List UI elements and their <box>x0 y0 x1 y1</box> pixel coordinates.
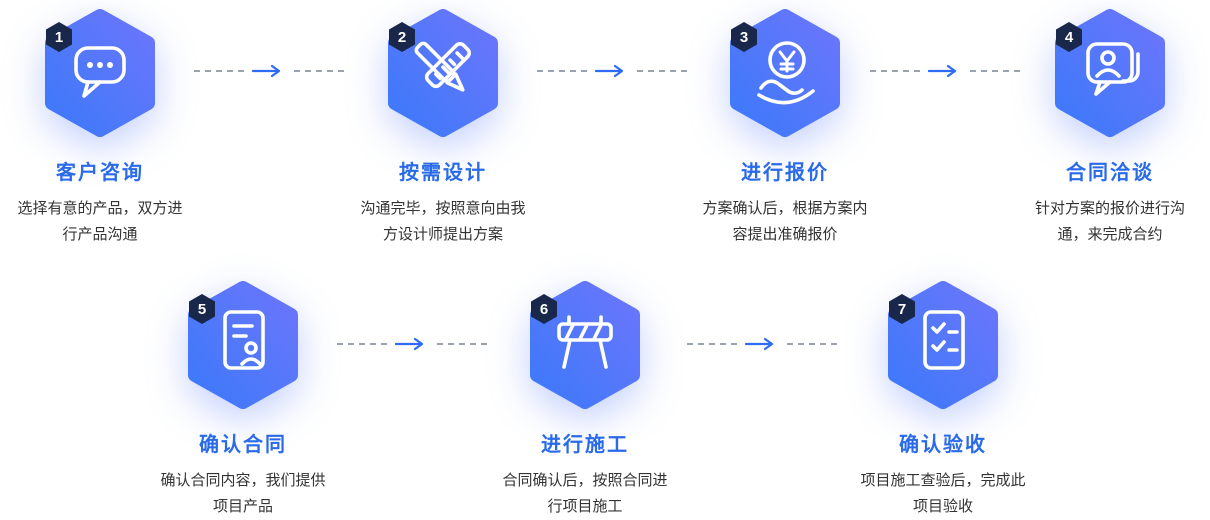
arrow-5-6 <box>337 337 491 351</box>
step-desc-line: 针对方案的报价进行沟 <box>1034 200 1185 217</box>
dash-line <box>787 343 837 345</box>
step-1: 1 客户咨询 选择有意的产品，双方进 行产品沟通 <box>0 8 230 248</box>
step-title: 客户咨询 <box>56 162 144 184</box>
dash-line <box>970 70 1020 72</box>
step-title: 进行报价 <box>741 162 829 184</box>
step-title: 进行施工 <box>541 434 629 456</box>
step-1-hexagon: 1 <box>40 8 160 138</box>
step-number: 7 <box>897 300 907 318</box>
step-3: 3 进行报价 方案确认后，根据方案内 容提出准确报价 <box>655 8 915 248</box>
step-2-hexagon: 2 <box>383 8 503 138</box>
arrow-2-3 <box>537 64 691 78</box>
arrow-right-icon <box>252 64 281 78</box>
arrow-right-icon <box>395 337 424 351</box>
dash-line <box>637 70 687 72</box>
dash-line <box>194 70 244 72</box>
step-desc: 确认合同内容，我们提供 项目产品 <box>160 468 325 520</box>
step-4: 4 合同洽谈 针对方案的报价进行沟 通，来完成合约 <box>980 8 1210 248</box>
step-desc-line: 项目产品 <box>212 498 273 515</box>
step-desc: 选择有意的产品，双方进 行产品沟通 <box>17 196 182 248</box>
dash-line <box>870 70 920 72</box>
step-desc-line: 沟通完毕，按照意向由我 <box>360 200 526 217</box>
step-desc-line: 选择有意的产品，双方进 <box>17 200 183 217</box>
step-title: 按需设计 <box>399 162 487 184</box>
step-number-badge: 2 <box>389 22 415 52</box>
step-desc-line: 通，来完成合约 <box>1057 226 1163 243</box>
arrow-6-7 <box>687 337 841 351</box>
step-desc: 合同确认后，按照合同进 行项目施工 <box>502 468 667 520</box>
step-desc-line: 方设计师提出方案 <box>382 226 503 243</box>
step-desc: 项目施工查验后，完成此 项目验收 <box>860 468 1025 520</box>
dash-line <box>537 70 587 72</box>
step-number-badge: 4 <box>1056 22 1082 52</box>
arrow-right-icon <box>928 64 957 78</box>
step-desc-line: 容提出准确报价 <box>732 226 838 243</box>
step-6-hexagon: 6 <box>525 280 645 410</box>
arrow-1-2 <box>194 64 348 78</box>
step-number: 2 <box>397 28 407 46</box>
step-desc-line: 方案确认后，根据方案内 <box>702 200 868 217</box>
step-5: 5 确认合同 确认合同内容，我们提供 项目产品 <box>113 280 373 520</box>
step-title: 合同洽谈 <box>1066 162 1154 184</box>
step-number: 4 <box>1064 28 1074 46</box>
dash-line <box>437 343 487 345</box>
step-title: 确认合同 <box>199 434 287 456</box>
step-7: 7 确认验收 项目施工查验后，完成此 项目验收 <box>813 280 1073 520</box>
step-6: 6 进行施工 合同确认后，按照合同进 行项目施工 <box>455 280 715 520</box>
step-desc-line: 合同确认后，按照合同进 <box>502 472 668 489</box>
step-desc-line: 项目施工查验后，完成此 <box>860 472 1026 489</box>
step-2: 2 按需设计 沟通完毕，按照意向由我 方设计师提出方案 <box>313 8 573 248</box>
step-number: 6 <box>539 300 549 318</box>
step-4-hexagon: 4 <box>1050 8 1170 138</box>
arrow-3-4 <box>870 64 1024 78</box>
pencil-ruler-icon <box>388 9 498 137</box>
step-number: 3 <box>739 28 749 46</box>
dash-line <box>687 343 737 345</box>
dash-line <box>337 343 387 345</box>
arrow-right-icon <box>595 64 624 78</box>
step-desc: 针对方案的报价进行沟 通，来完成合约 <box>1035 196 1185 248</box>
step-desc-line: 项目验收 <box>912 498 973 515</box>
step-desc-line: 行项目施工 <box>547 498 623 515</box>
arrow-right-icon <box>745 337 774 351</box>
step-5-hexagon: 5 <box>183 280 303 410</box>
step-desc: 方案确认后，根据方案内 容提出准确报价 <box>702 196 867 248</box>
step-7-hexagon: 7 <box>883 280 1003 410</box>
step-title: 确认验收 <box>899 434 987 456</box>
step-desc-line: 行产品沟通 <box>62 226 138 243</box>
step-desc-line: 确认合同内容，我们提供 <box>160 472 326 489</box>
step-number: 5 <box>197 300 207 318</box>
step-desc: 沟通完毕，按照意向由我 方设计师提出方案 <box>360 196 525 248</box>
dash-line <box>294 70 344 72</box>
step-number: 1 <box>54 28 64 46</box>
step-3-hexagon: 3 <box>725 8 845 138</box>
